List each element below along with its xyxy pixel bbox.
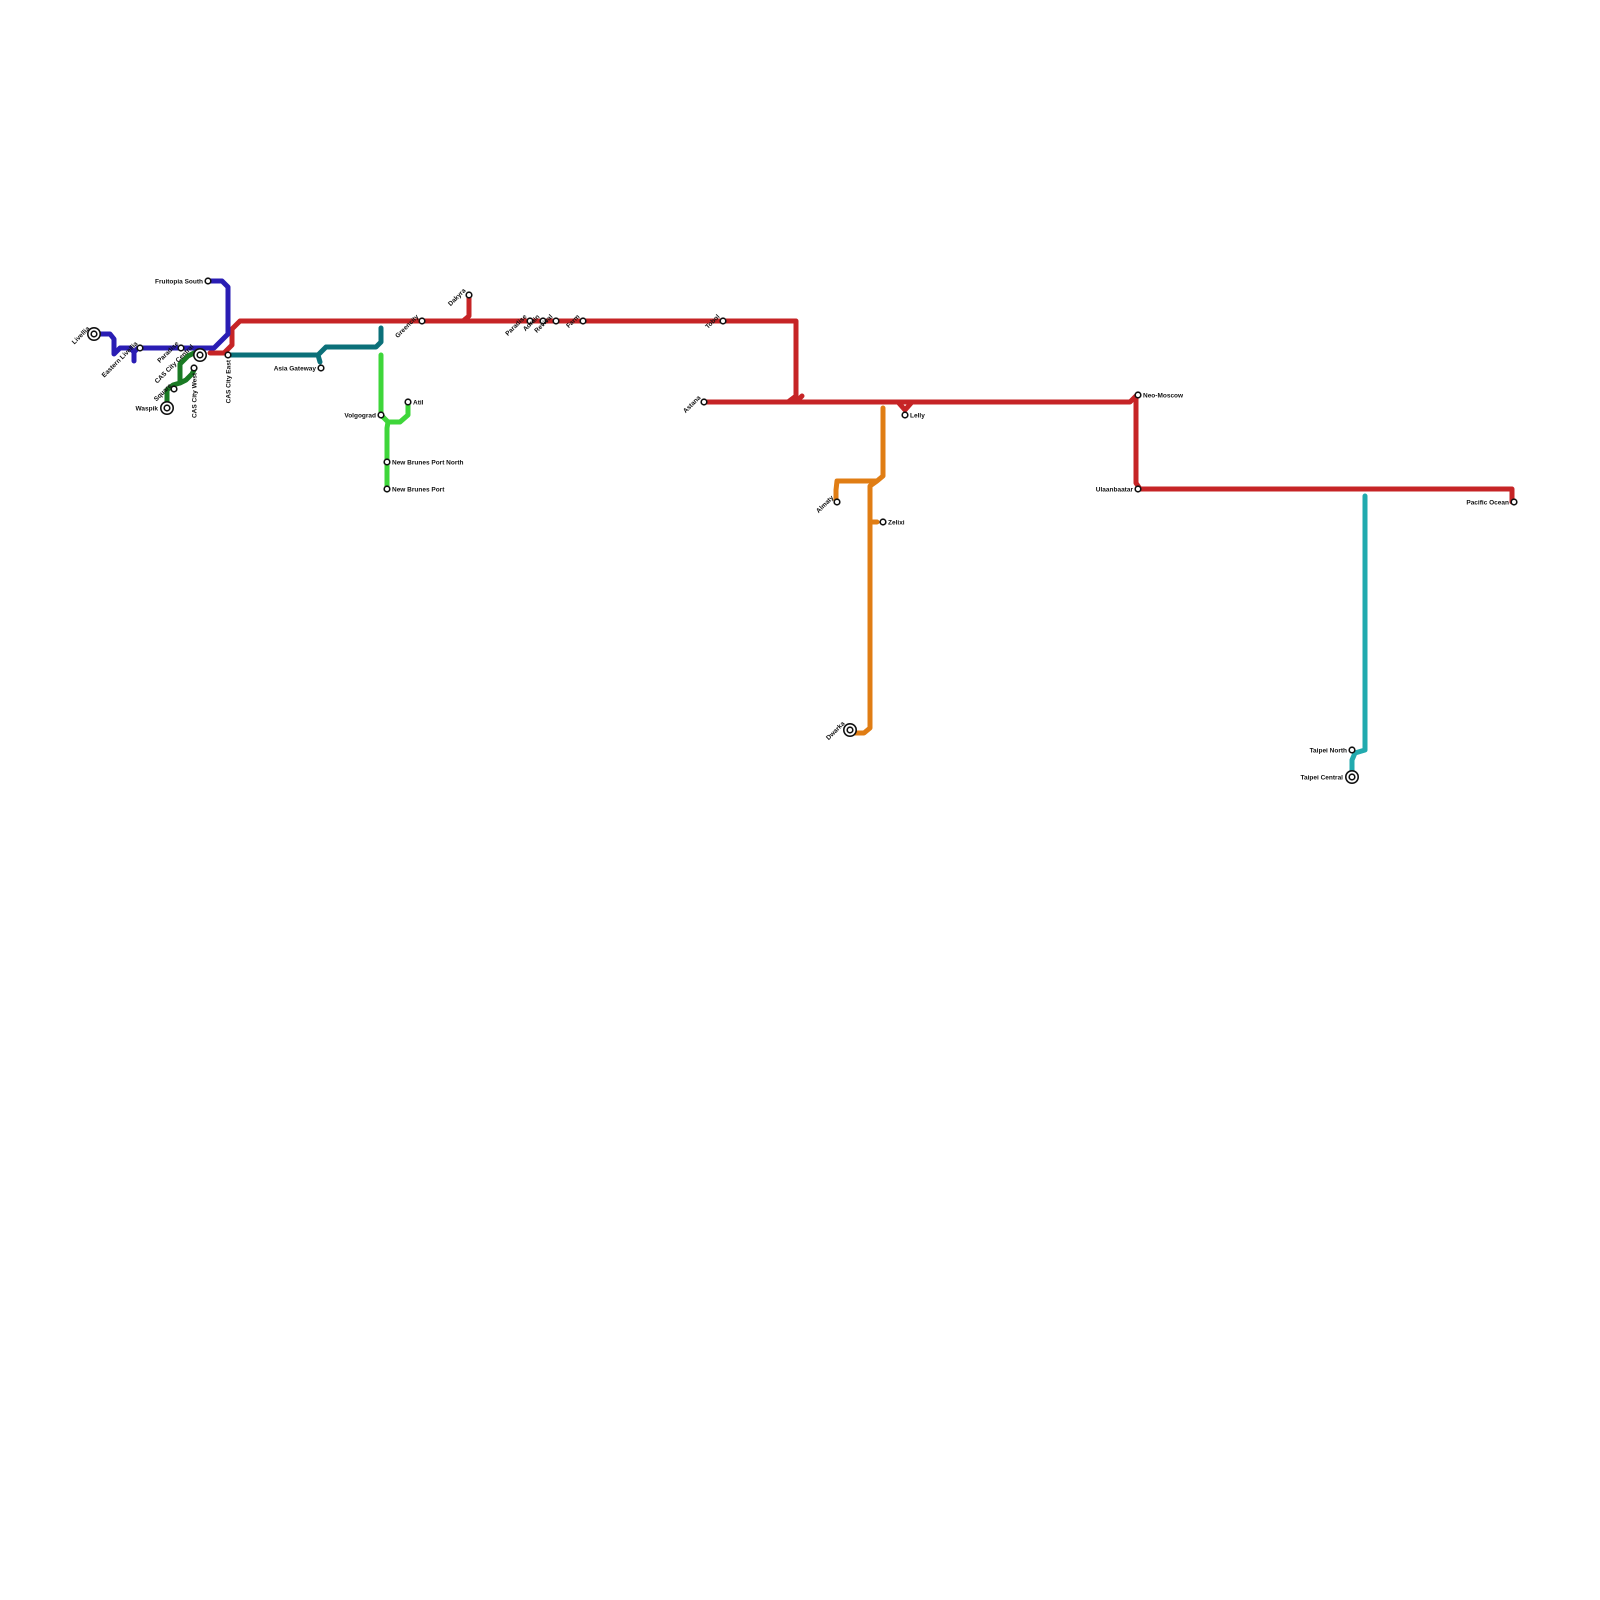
label-new-brunes-port-north: New Brunes Port North — [392, 460, 464, 467]
station-adrain[interactable] — [539, 317, 547, 325]
label-asia-gateway: Asia Gateway — [274, 366, 317, 373]
station-asia-gateway[interactable] — [317, 364, 325, 372]
station-new-brunes-port[interactable] — [383, 485, 391, 493]
stations — [87, 277, 1518, 784]
label-ulaanbaatar: Ulaanbaatar — [1096, 487, 1134, 494]
station-pacific-ocean[interactable] — [1510, 498, 1518, 506]
station-new-brunes-port-north[interactable] — [383, 458, 391, 466]
station-paradise-east[interactable] — [526, 317, 534, 325]
label-dakyra: Dakyra — [447, 287, 468, 308]
label-cas-city-east: CAS City East — [226, 359, 233, 403]
station-lelly[interactable] — [901, 411, 909, 419]
label-taipei-central: Taipei Central — [1300, 775, 1343, 782]
station-square[interactable] — [170, 385, 178, 393]
red-line-lelly-spur — [895, 399, 915, 413]
station-volgograd[interactable] — [377, 411, 385, 419]
interchange-marker-inner — [846, 726, 854, 734]
station-dwarka[interactable] — [843, 723, 857, 737]
red-line-astana-branch — [701, 393, 805, 405]
station-taipei-north[interactable] — [1348, 746, 1356, 754]
station-atil[interactable] — [404, 398, 412, 406]
station-cas-city-east[interactable] — [224, 351, 232, 359]
label-new-brunes-port: New Brunes Port — [392, 487, 445, 494]
interchange-marker-inner — [196, 351, 204, 359]
light-green-line — [378, 352, 411, 493]
label-volgograd: Volgograd — [344, 413, 376, 420]
station-farm[interactable] — [579, 317, 587, 325]
red-line-main — [207, 318, 1515, 505]
station-revival[interactable] — [552, 317, 560, 325]
station-zelixi[interactable] — [879, 518, 887, 526]
label-waspik: Waspik — [135, 406, 158, 413]
red-line-dakyra-spur — [460, 292, 472, 324]
label-taipei-north: Taipei North — [1310, 748, 1347, 755]
station-neo-moscow[interactable] — [1134, 391, 1142, 399]
label-almaty: Almaty — [815, 494, 836, 515]
station-greencity[interactable] — [418, 317, 426, 325]
station-cas-city-west[interactable] — [190, 364, 198, 372]
station-tobol[interactable] — [719, 317, 727, 325]
cyan-line — [1349, 493, 1368, 781]
teal-line — [225, 325, 384, 365]
label-atil: Atil — [413, 400, 424, 407]
label-astana: Astana — [682, 394, 703, 415]
routes — [91, 278, 1515, 781]
interchange-marker-inner — [163, 404, 171, 412]
label-lelly: Lelly — [910, 413, 925, 420]
station-eastern-livellia[interactable] — [136, 344, 144, 352]
label-cas-city-west: CAS City West — [192, 372, 199, 418]
station-waspik[interactable] — [160, 401, 174, 415]
interchange-marker-inner — [1348, 773, 1356, 781]
station-cas-city-central[interactable] — [193, 348, 207, 362]
station-paradise-west[interactable] — [177, 344, 185, 352]
station-livellia[interactable] — [87, 327, 101, 341]
label-fruitopia-south: Fruitopia South — [155, 279, 203, 286]
label-neo-moscow: Neo-Moscow — [1143, 393, 1184, 400]
station-ulaanbaatar[interactable] — [1134, 485, 1142, 493]
station-astana[interactable] — [700, 398, 708, 406]
label-greencity: Greencity — [394, 313, 420, 339]
label-zelixi: Zelixi — [888, 520, 905, 527]
label-pacific-ocean: Pacific Ocean — [1466, 500, 1509, 507]
station-taipei-central[interactable] — [1345, 770, 1359, 784]
station-dakyra[interactable] — [465, 291, 473, 299]
station-fruitopia-south[interactable] — [204, 277, 212, 285]
interchange-marker-inner — [90, 330, 98, 338]
label-square: Square — [153, 382, 174, 403]
blue-line — [91, 278, 231, 364]
station-almaty[interactable] — [833, 498, 841, 506]
orange-line — [833, 405, 886, 736]
